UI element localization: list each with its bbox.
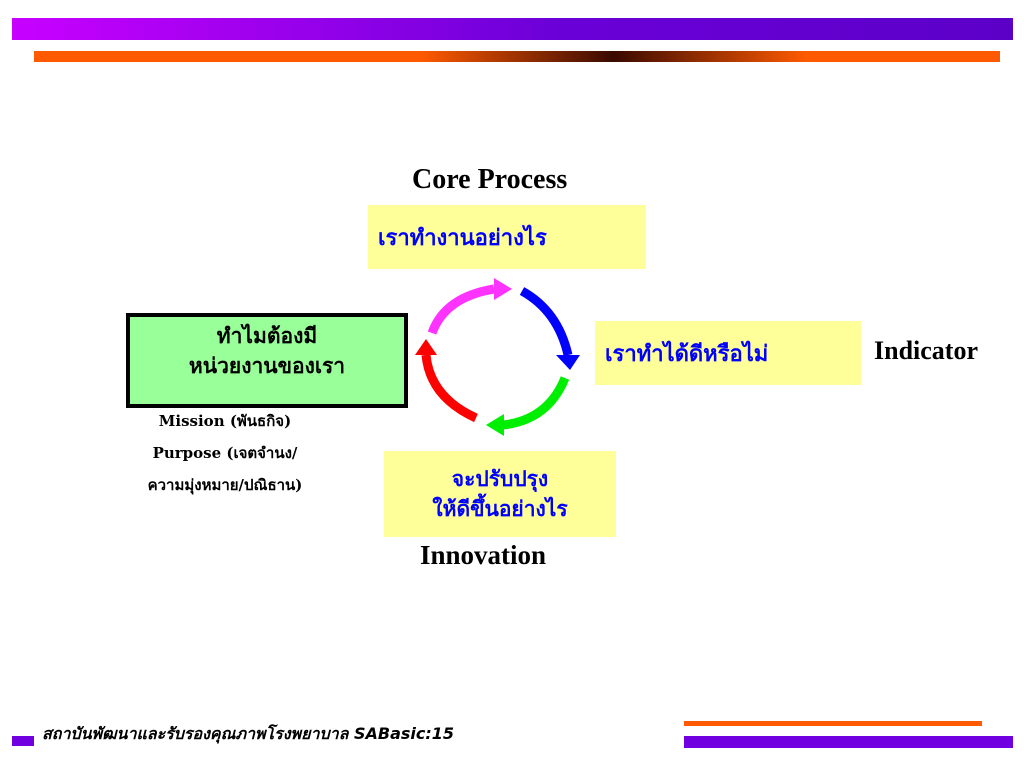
header-purple-bar <box>12 18 1013 40</box>
bottom-question-box: จะปรับปรุง ให้ดีขึ้นอย่างไร <box>384 451 616 537</box>
mission-purpose-text: Mission (พันธกิจ) Purpose (เจตจำนง/ ความ… <box>102 405 348 501</box>
innovation-label: Innovation <box>420 540 547 570</box>
why-exist-box: ทำไมต้องมี หน่วยงานของเรา <box>126 313 408 408</box>
cycle-arrows-diagram <box>415 278 580 436</box>
right-question-box: เราทำได้ดีหรือไม่ <box>595 321 861 385</box>
blue-arrow <box>519 287 580 370</box>
top-question-box: เราทำงานอย่างไร <box>368 205 646 269</box>
right-question-text: เราทำได้ดีหรือไม่ <box>605 341 769 367</box>
bottom-question-line1: จะปรับปรุง <box>451 467 549 491</box>
mission-line2: Purpose (เจตจำนง/ <box>152 444 298 462</box>
green-arrow <box>486 376 570 436</box>
why-exist-line1: ทำไมต้องมี <box>216 324 318 348</box>
red-arrow <box>415 339 478 423</box>
header-orange-bar <box>34 51 1000 62</box>
footer-text: สถาบันพัฒนาและรับรองคุณภาพโรงพยาบาล SABa… <box>42 724 455 743</box>
mission-line3: ความมุ่งหมาย/ปณิธาน) <box>147 476 303 494</box>
footer-purple-square <box>12 736 34 746</box>
core-process-label: Core Process <box>412 164 568 195</box>
bottom-question-line2: ให้ดีขึ้นอย่างไร <box>432 497 568 521</box>
why-exist-line2: หน่วยงานของเรา <box>188 354 346 378</box>
top-question-text: เราทำงานอย่างไร <box>378 225 547 251</box>
footer-purple-bar <box>684 736 1013 748</box>
mission-line1: Mission (พันธกิจ) <box>158 412 292 430</box>
magenta-arrow <box>427 278 512 335</box>
footer-orange-bar <box>684 721 982 726</box>
indicator-label: Indicator <box>874 336 978 365</box>
